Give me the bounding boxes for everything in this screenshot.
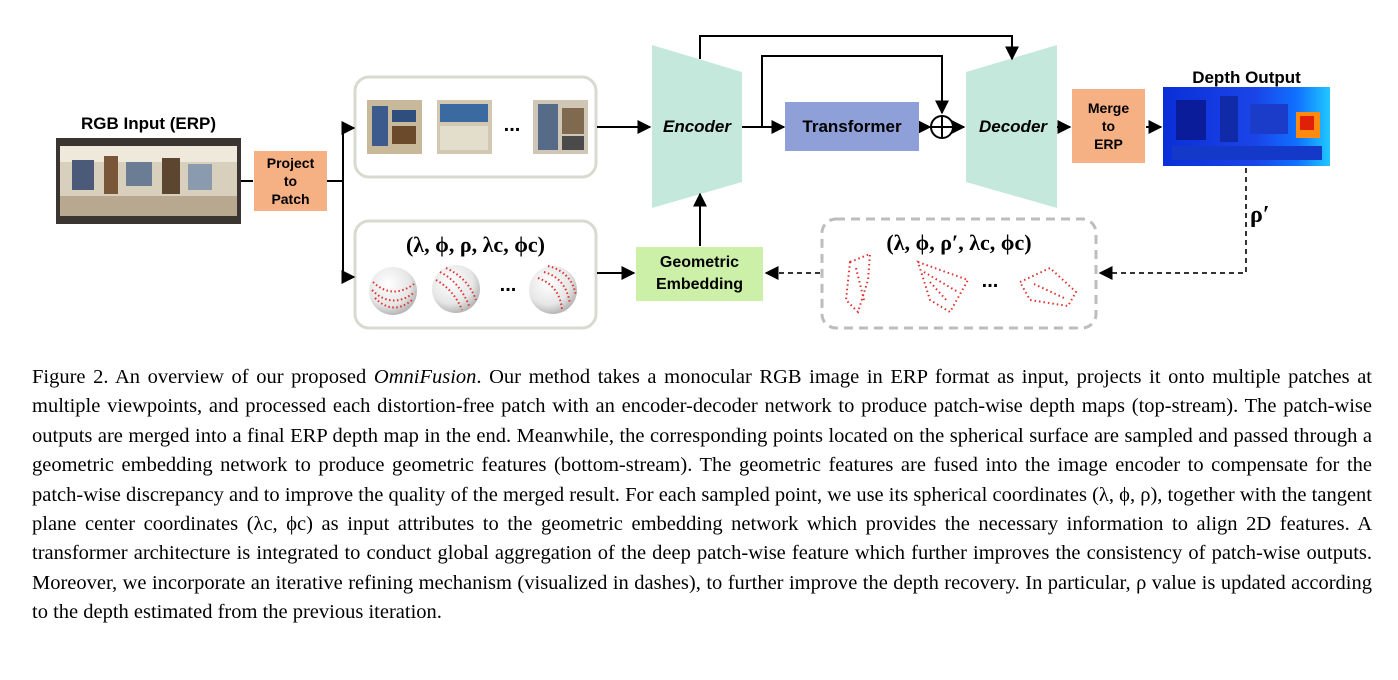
arrow: [327, 121, 356, 182]
rgb-input-label: RGB Input (ERP): [80, 114, 217, 133]
geometric-embedding-box: Geometric Embedding: [636, 247, 763, 301]
decoder-label: Decoder: [978, 117, 1048, 136]
encoder-label: Encoder: [662, 117, 732, 136]
sum-operator: [930, 115, 954, 139]
figure-caption: Figure 2. An overview of our proposed Om…: [32, 363, 1372, 628]
sphere-params-label: (λ, ϕ, ρ, λc, ϕc): [405, 232, 546, 257]
refined-point-cloud: [844, 252, 1078, 314]
sphere-points: [432, 265, 480, 313]
arrow: [341, 181, 356, 284]
rgb-input-image: [56, 138, 241, 224]
caption-text: . Our method takes a monocular RGB image…: [32, 366, 1372, 624]
refined-params-label: (λ, ϕ, ρ′, λc, ϕc): [886, 230, 1032, 255]
depth-output-label: Depth Output: [1192, 68, 1301, 87]
caption-prefix: Figure 2. An overview of our proposed: [32, 366, 374, 388]
sphere-points: [369, 267, 417, 315]
sphere-points: [529, 265, 577, 314]
patch-thumbnail: [533, 100, 588, 154]
project-to-patch-box: Project to Patch: [254, 151, 327, 211]
patch-thumbnail: [437, 100, 492, 154]
merge-to-erp-label: Merge to ERP: [1087, 100, 1130, 152]
patch-thumbnail: [367, 100, 422, 154]
pipeline-diagram: [56, 35, 1330, 330]
sphere-ellipsis: ...: [499, 274, 517, 296]
rho-prime-label: ρ′: [1250, 202, 1270, 228]
encoder-block: [652, 45, 742, 208]
caption-method-name: OmniFusion: [373, 366, 477, 388]
project-to-patch-label: Project to Patch: [266, 155, 315, 207]
points-ellipsis: ...: [981, 270, 999, 292]
refined-points-panel: [820, 217, 1098, 330]
patch-ellipsis: ...: [503, 114, 521, 136]
skip-connection-arrow: [761, 55, 949, 127]
overview-figure: RGB Input (ERP) Project to Patch ... (λ,…: [56, 35, 1330, 330]
transformer-box: Transformer: [785, 102, 919, 151]
transformer-label: Transformer: [802, 116, 902, 136]
depth-output-image: [1163, 87, 1330, 166]
skip-connection-arrow: [699, 35, 1019, 61]
geometric-embedding-label: Geometric Embedding: [655, 254, 744, 293]
refine-dashed-arrow: [1098, 168, 1247, 280]
decoder-block: [966, 45, 1057, 208]
merge-to-erp-box: Merge to ERP: [1072, 89, 1145, 163]
